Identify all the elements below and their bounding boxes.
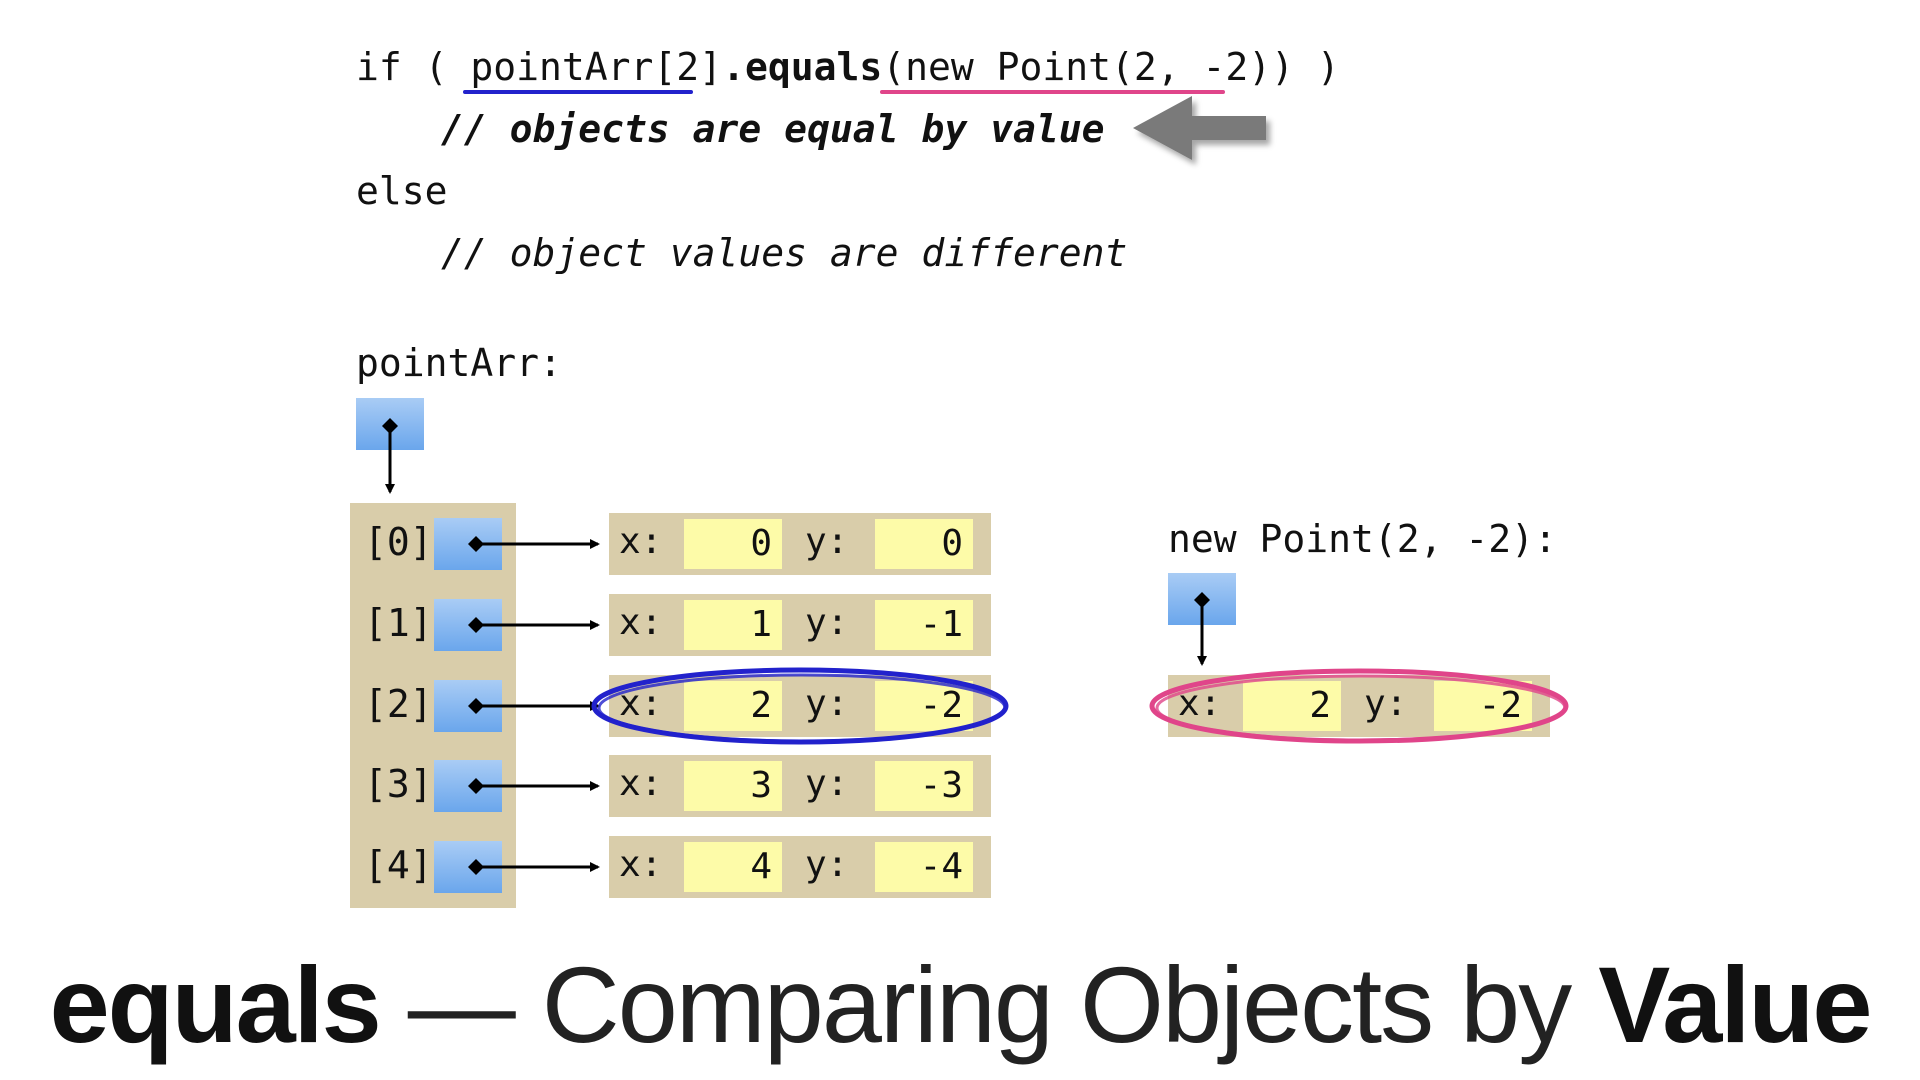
- new-point-arrow: [1194, 592, 1210, 666]
- y-label: y:: [1364, 683, 1408, 724]
- slot-arrow-1: [468, 617, 600, 633]
- point-object-0: x: 0 y: 0: [609, 513, 991, 575]
- x-value: 1: [684, 600, 782, 650]
- slot-arrow-4: [468, 859, 600, 875]
- code-if: if (: [356, 45, 471, 89]
- y-label: y:: [805, 763, 849, 804]
- gray-pointer-arrow-icon: [1133, 96, 1266, 160]
- y-value: -2: [875, 681, 973, 731]
- new-point-label: new Point(2, -2):: [1168, 517, 1557, 561]
- receiver-underline: [463, 90, 693, 94]
- y-value: -2: [1434, 681, 1532, 731]
- x-value: 2: [1243, 681, 1341, 731]
- code-line-3: else: [356, 169, 448, 213]
- array-index-2: [2]: [364, 682, 433, 726]
- code-argument: new Point(2, -2): [905, 45, 1272, 89]
- point-object-2: x: 2 y: -2: [609, 675, 991, 737]
- title-light: Comparing Objects by: [541, 944, 1599, 1065]
- code-receiver: pointArr[2]: [470, 45, 723, 89]
- array-index-1: [1]: [364, 601, 433, 645]
- title-value: Value: [1598, 944, 1872, 1065]
- point-object-4: x: 4 y: -4: [609, 836, 991, 898]
- x-value: 2: [684, 681, 782, 731]
- y-label: y:: [805, 683, 849, 724]
- slot-arrow-0: [468, 536, 600, 552]
- code-method-equals: .equals: [722, 45, 883, 89]
- x-label: x:: [619, 602, 663, 643]
- pink-highlight-ellipse: [1149, 668, 1569, 744]
- y-label: y:: [805, 844, 849, 885]
- y-value: 0: [875, 519, 973, 569]
- x-label: x:: [619, 521, 663, 562]
- y-value: -1: [875, 600, 973, 650]
- x-label: x:: [619, 844, 663, 885]
- point-object-3: x: 3 y: -3: [609, 755, 991, 817]
- array-index-4: [4]: [364, 843, 433, 887]
- code-line-4: // object values are different: [441, 231, 1128, 275]
- array-label: pointArr:: [356, 341, 562, 385]
- code-close: ) ): [1271, 45, 1340, 89]
- x-label: x:: [619, 763, 663, 804]
- title-equals: equals: [49, 944, 382, 1065]
- x-value: 0: [684, 519, 782, 569]
- x-value: 3: [684, 761, 782, 811]
- y-value: -4: [875, 842, 973, 892]
- pointarr-arrow: [382, 418, 398, 494]
- y-value: -3: [875, 761, 973, 811]
- x-value: 4: [684, 842, 782, 892]
- x-label: x:: [619, 683, 663, 724]
- y-label: y:: [805, 521, 849, 562]
- slot-arrow-2: [468, 698, 600, 714]
- array-index-3: [3]: [364, 762, 433, 806]
- code-line-2: // objects are equal by value: [441, 107, 1105, 151]
- point-object-1: x: 1 y: -1: [609, 594, 991, 656]
- code-line-1: if ( pointArr[2].equals(new Point(2, -2)…: [356, 44, 1340, 90]
- code-paren: (: [882, 45, 906, 89]
- title-dash: —: [379, 944, 542, 1065]
- argument-underline: [880, 90, 1225, 94]
- slide-title: equals — Comparing Objects by Value: [0, 940, 1920, 1070]
- blue-highlight-ellipse: [591, 667, 1009, 745]
- array-index-0: [0]: [364, 520, 433, 564]
- y-label: y:: [805, 602, 849, 643]
- slot-arrow-3: [468, 778, 600, 794]
